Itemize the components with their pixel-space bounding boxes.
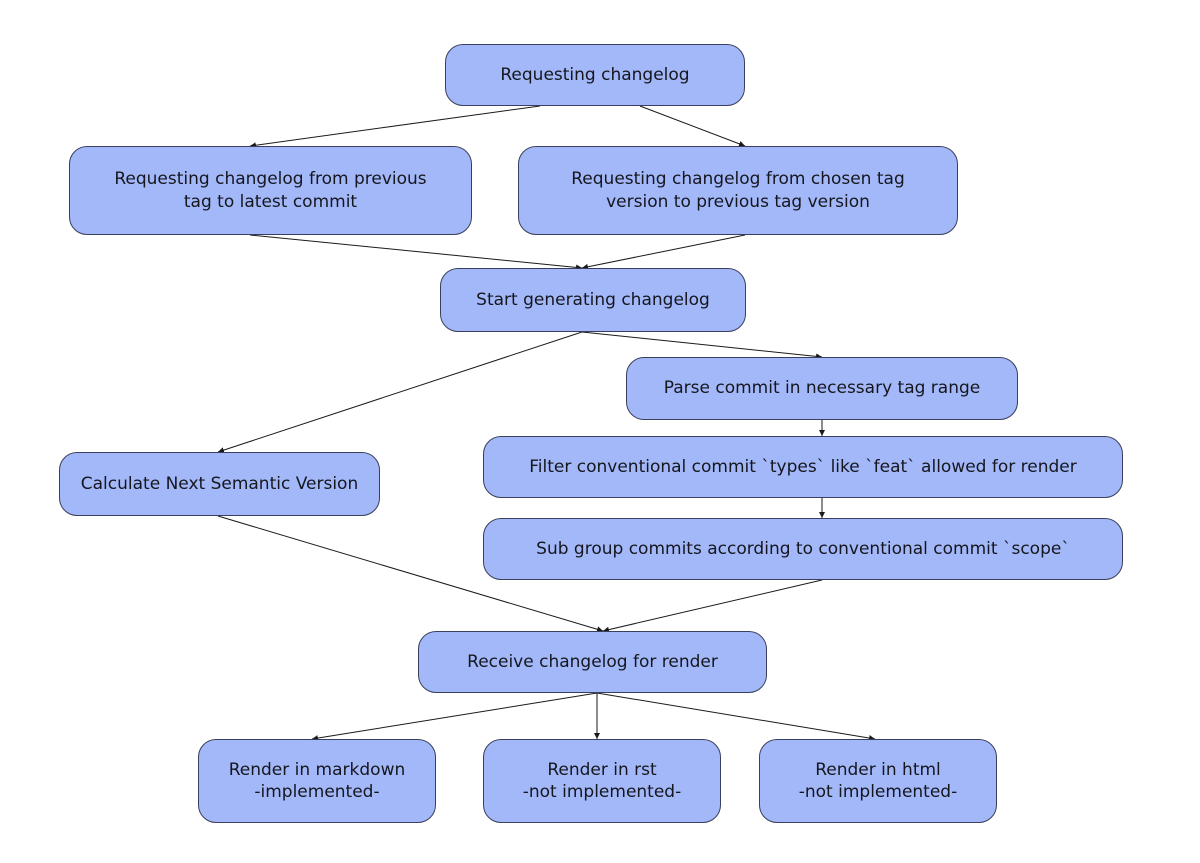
node-label: Requesting changelog from previous — [114, 169, 427, 190]
node-label: Render in markdown — [228, 759, 406, 780]
node-start-generating: Start generating changelog — [440, 268, 746, 332]
node-label: Sub group commits according to conventio… — [536, 538, 1070, 559]
node-label: Calculate Next Semantic Version — [80, 473, 359, 494]
node-requesting-changelog: Requesting changelog — [445, 44, 745, 106]
edge-subgroup-to-receive — [602, 579, 823, 633]
node-label: version to previous tag version — [606, 191, 870, 212]
node-filter-types: Filter conventional commit `types` like … — [483, 436, 1123, 498]
node-render-markdown: Render in markdown -implemented- — [198, 739, 436, 823]
node-label: Requesting changelog from chosen tag — [571, 169, 905, 190]
node-render-rst: Render in rst -not implemented- — [483, 739, 721, 823]
edge-requesting-to-from-previous — [249, 105, 541, 149]
node-parse-commit: Parse commit in necessary tag range — [626, 357, 1018, 420]
node-requesting-from-previous: Requesting changelog from previous tag t… — [69, 146, 472, 235]
node-label: Parse commit in necessary tag range — [663, 378, 981, 399]
node-render-html: Render in html -not implemented- — [759, 739, 997, 823]
node-label: Requesting changelog — [500, 64, 690, 85]
edge-start-to-calculate — [217, 331, 583, 453]
node-label: Start generating changelog — [476, 289, 710, 310]
node-calculate-version: Calculate Next Semantic Version — [59, 452, 380, 516]
node-sub-group: Sub group commits according to conventio… — [483, 518, 1123, 580]
node-requesting-from-chosen: Requesting changelog from chosen tag ver… — [518, 146, 958, 235]
node-label: Render in html — [815, 759, 941, 780]
node-label: Receive changelog for render — [467, 651, 718, 672]
edge-receive-to-markdown — [311, 692, 598, 742]
edge-from-chosen-to-start — [581, 234, 746, 270]
node-label: Filter conventional commit `types` like … — [529, 456, 1077, 477]
node-label: -not implemented- — [798, 782, 958, 802]
node-receive-changelog: Receive changelog for render — [418, 631, 767, 693]
edge-calculate-to-receive — [217, 515, 604, 633]
edge-requesting-to-from-chosen — [639, 105, 746, 147]
edge-start-to-parse — [581, 331, 823, 360]
node-label: Render in rst — [547, 759, 657, 780]
node-label: -implemented- — [254, 782, 380, 802]
node-label: -not implemented- — [522, 782, 682, 802]
node-label: tag to latest commit — [183, 191, 358, 212]
edge-receive-to-html — [596, 692, 876, 741]
edge-from-previous-to-start — [249, 234, 583, 271]
